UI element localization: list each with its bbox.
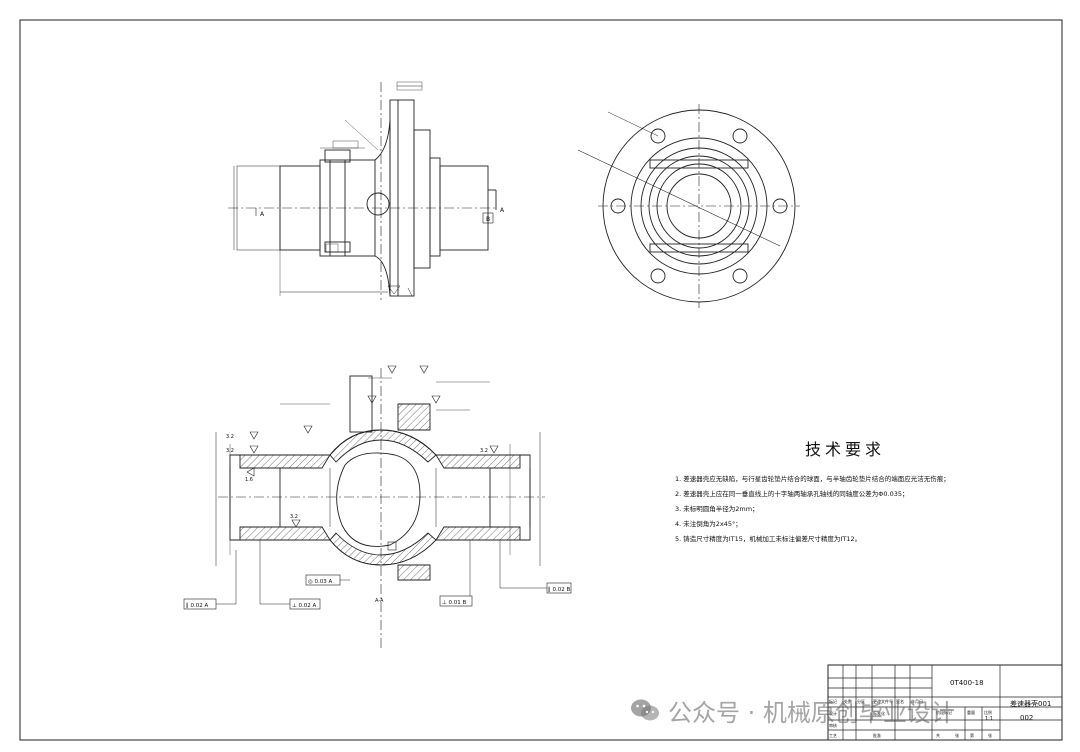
label-mark: 标记 — [829, 698, 837, 704]
label-approve: 批准 — [873, 732, 881, 738]
watermark-text: 公众号 · 机械原创毕业设计 — [668, 698, 955, 727]
label-sheet-no: 第 — [970, 732, 974, 738]
tolerance-frame-3: ⊥ 0.01 B — [442, 600, 467, 606]
label-ratio: 比例 — [984, 709, 992, 715]
tolerance-frame-4: ∥ 0.02 B — [548, 586, 570, 593]
label-sheets-2: 张 — [988, 732, 992, 738]
requirement-item: 1. 差速器壳应无缺陷，与行星齿轮垫片结合的球面，与半轴齿轮垫片结合的端面应光洁… — [675, 475, 950, 483]
label-review: 审核 — [829, 722, 837, 728]
technical-requirements: 技术要求 1. 差速器壳应无缺陷，与行星齿轮垫片结合的球面，与半轴齿轮垫片结合的… — [675, 436, 975, 547]
label-standard: 标准化 — [873, 710, 885, 716]
label-sign: 签名 — [896, 698, 904, 704]
sheet-border — [19, 19, 1063, 741]
drawing-number: 0T400-18 — [950, 679, 984, 687]
datum-a-label: A — [260, 211, 265, 218]
section-label: A-A — [375, 598, 384, 604]
title-block — [827, 664, 1063, 741]
label-date: 年月日 — [911, 698, 923, 704]
technical-requirements-list: 1. 差速器壳应无缺陷，与行星齿轮垫片结合的球面，与半轴齿轮垫片结合的端面应光洁… — [675, 472, 975, 547]
roughness-5: 3.2 — [480, 448, 488, 454]
datum-a-right-label: A — [500, 207, 505, 214]
requirement-item: 2. 差速器壳上应在同一垂直线上的十字轴两轴承孔轴线的同轴度公差为Φ0.035； — [675, 490, 909, 498]
label-count: 处数 — [844, 698, 852, 704]
label-change-doc: 更改文件号 — [873, 698, 893, 704]
label-stage: 阶段标记 — [936, 709, 952, 715]
watermark: 公众号 · 机械原创毕业设计 — [630, 692, 955, 728]
label-zone: 分区 — [857, 698, 865, 704]
label-sheets: 张 — [955, 732, 959, 738]
flange-front-view — [577, 104, 800, 308]
sheet-code: 002 — [1020, 714, 1033, 722]
roughness-4: 3.2 — [290, 514, 298, 520]
label-weight: 重量 — [967, 709, 975, 715]
datum-b-label: B — [486, 216, 490, 223]
side-view — [228, 81, 498, 300]
section-view — [206, 365, 547, 650]
tolerance-frame-1: ∥ 0.02 A — [186, 602, 208, 609]
tolerance-frame-5: ◎ 0.03 A — [308, 579, 333, 585]
tolerance-frame-2: ⊥ 0.02 A — [292, 603, 317, 609]
label-design: 设计 — [829, 710, 837, 716]
technical-requirements-title: 技术要求 — [804, 440, 885, 459]
roughness-3: 1.6 — [245, 477, 253, 483]
requirement-item: 5. 铸造尺寸精度为IT15，机械加工未标注偏差尺寸精度为IT12。 — [675, 535, 862, 543]
roughness-2: 3.2 — [226, 448, 234, 454]
roughness-1: 3.2 — [226, 434, 234, 440]
tolerance-frames — [183, 574, 572, 610]
label-total: 共 — [936, 732, 940, 738]
wechat-icon — [631, 699, 659, 721]
title-block-text: 0T400-18 差速器壳001 002 1:1 标记 处数 分区 更改文件号 … — [829, 679, 1051, 738]
label-process: 工艺 — [829, 733, 837, 738]
part-name: 差速器壳001 — [1010, 699, 1051, 708]
scale-value: 1:1 — [985, 716, 993, 722]
requirement-item: 3. 未标明圆角半径为2mm； — [675, 505, 759, 513]
requirement-item: 4. 未注倒角为2x45°； — [675, 520, 742, 528]
